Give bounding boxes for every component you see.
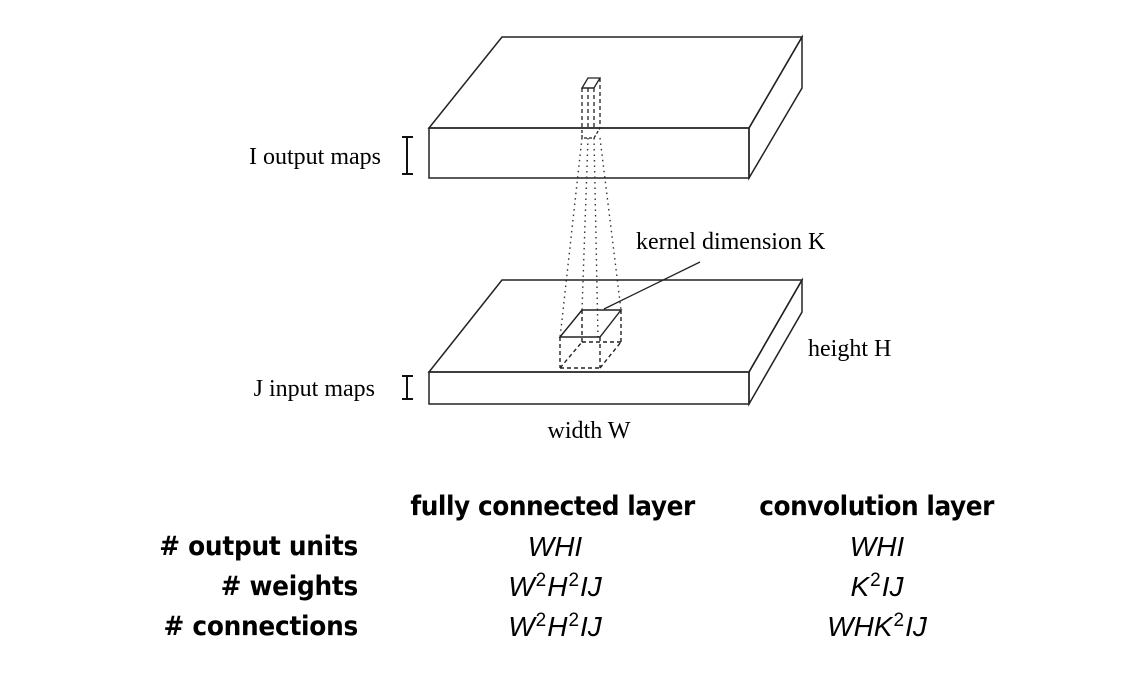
column-header-fully-connected: fully connected layer xyxy=(410,491,695,522)
output-depth-marker-icon xyxy=(402,136,413,175)
height-label: height H xyxy=(808,336,891,362)
row-label-connections: # connections xyxy=(163,611,358,642)
exponent: 2 xyxy=(568,610,580,631)
input-maps-label: J input maps xyxy=(254,376,375,402)
projection-line xyxy=(581,137,589,311)
kernel-leader-line xyxy=(603,261,701,310)
output-maps-label: I output maps xyxy=(249,144,381,170)
input-slab-side-face xyxy=(748,277,803,407)
fc-weights-formula: W2H2IJ xyxy=(455,570,655,602)
receptive-field-projection xyxy=(559,137,622,339)
conv-weights-formula: K2IJ xyxy=(777,570,977,602)
input-maps-slab xyxy=(427,277,804,407)
formula-term: IJ xyxy=(580,611,602,642)
output-slab-side-face xyxy=(748,34,803,181)
fc-output-units-formula: WHI xyxy=(455,533,655,561)
formula-term: W xyxy=(508,611,535,642)
exponent: 2 xyxy=(870,570,881,591)
conv-output-units-formula: WHI xyxy=(777,533,977,561)
conv-connections-formula: WHK2IJ xyxy=(777,610,977,642)
input-depth-marker-icon xyxy=(402,375,413,400)
formula-term: H xyxy=(547,571,568,602)
kernel-box xyxy=(558,309,623,369)
row-label-output-units: # output units xyxy=(159,531,358,562)
projection-line xyxy=(593,137,599,339)
projection-line xyxy=(559,137,583,339)
formula-term: W xyxy=(508,571,535,602)
exponent: 2 xyxy=(568,570,580,591)
formula-term: WHI xyxy=(849,531,905,562)
output-maps-slab xyxy=(427,34,804,181)
formula-term: K xyxy=(850,571,870,602)
formula-term: IJ xyxy=(580,571,602,602)
formula-term: WHK xyxy=(827,611,893,642)
exponent: 2 xyxy=(535,610,547,631)
formula-term: IJ xyxy=(881,571,904,602)
exponent: 2 xyxy=(893,610,905,631)
width-label: width W xyxy=(548,418,631,444)
kernel-dimension-label: kernel dimension K xyxy=(636,229,826,255)
output-unit-column xyxy=(580,77,602,139)
formula-term: WHI xyxy=(527,531,583,562)
projection-line xyxy=(599,137,622,311)
fc-connections-formula: W2H2IJ xyxy=(455,610,655,642)
exponent: 2 xyxy=(535,570,547,591)
column-header-convolution: convolution layer xyxy=(759,491,994,522)
formula-term: IJ xyxy=(905,611,927,642)
row-label-weights: # weights xyxy=(220,571,359,602)
formula-term: H xyxy=(547,611,568,642)
